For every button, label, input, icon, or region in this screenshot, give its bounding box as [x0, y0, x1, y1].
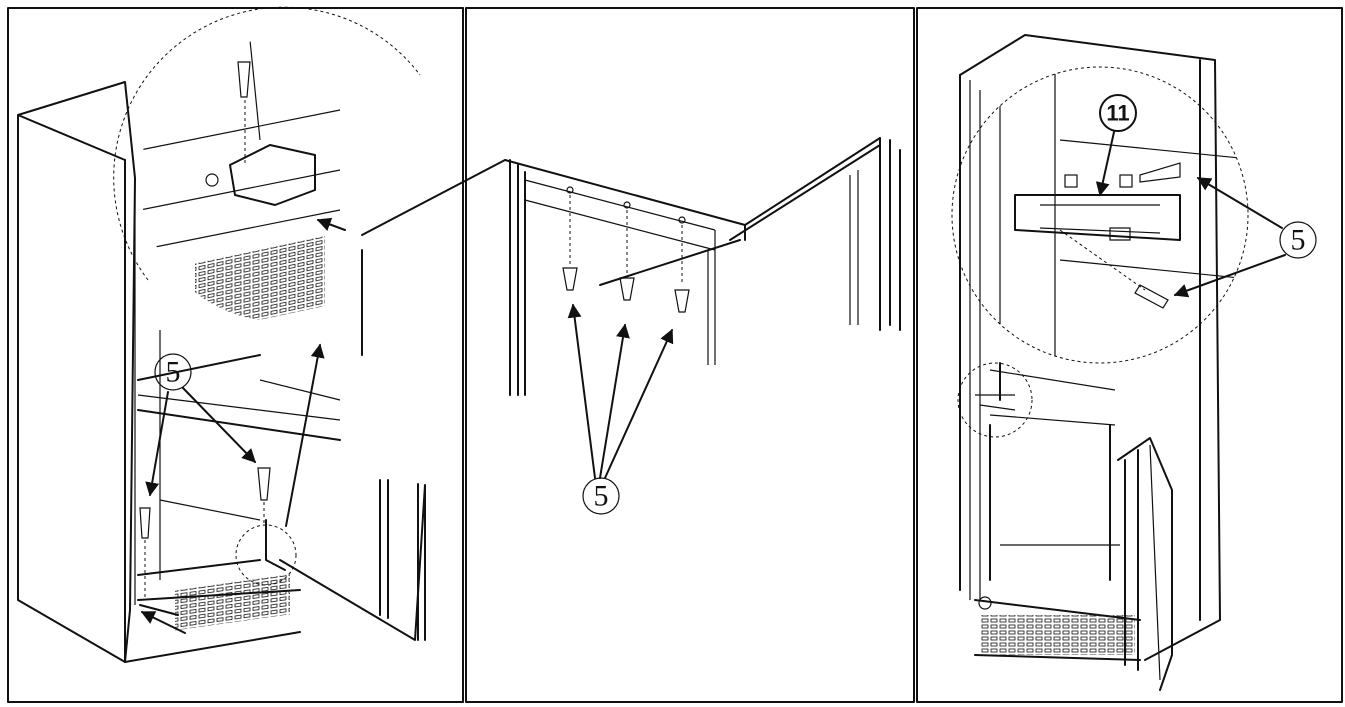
arrow-bottom-left — [140, 611, 186, 634]
callout-right-11: 11 — [1095, 94, 1137, 197]
callout-right-5: 5 — [1173, 177, 1317, 298]
panel-middle: 5 — [504, 137, 901, 515]
connector-left-middle — [361, 159, 506, 236]
callout-right-5-label: 5 — [1291, 224, 1306, 257]
callout-left-5-label: 5 — [166, 356, 181, 389]
cabinet-top-middle — [504, 137, 901, 396]
callout-left-5: 5 — [145, 353, 256, 497]
leader-bottom — [139, 604, 179, 616]
panel-right: 11 5 — [951, 34, 1317, 691]
hinge-bracket — [265, 519, 286, 571]
panel-left: 5 — [17, 6, 426, 663]
callout-middle-5-label: 5 — [594, 480, 609, 513]
cabinet-right — [959, 34, 1221, 661]
screw-left-2 — [257, 467, 271, 525]
zoom-detail-right — [951, 66, 1249, 401]
panel-frames — [7, 7, 1343, 703]
panel-middle-frame — [465, 7, 915, 703]
screws-middle — [562, 186, 690, 313]
screw-left-1 — [139, 507, 151, 600]
zoom-detail-left — [113, 6, 421, 322]
hinge-detail-circle — [235, 524, 297, 586]
leader-hinge-to-zoom — [285, 343, 325, 527]
callout-middle-5: 5 — [567, 303, 674, 515]
callout-right-11-label: 11 — [1106, 101, 1129, 126]
door-right — [1117, 437, 1173, 691]
hinge-detail-circle-right — [957, 362, 1033, 438]
hinge-bracket-right — [975, 394, 1016, 411]
panel-right-frame — [916, 7, 1343, 703]
door-left — [279, 249, 426, 641]
